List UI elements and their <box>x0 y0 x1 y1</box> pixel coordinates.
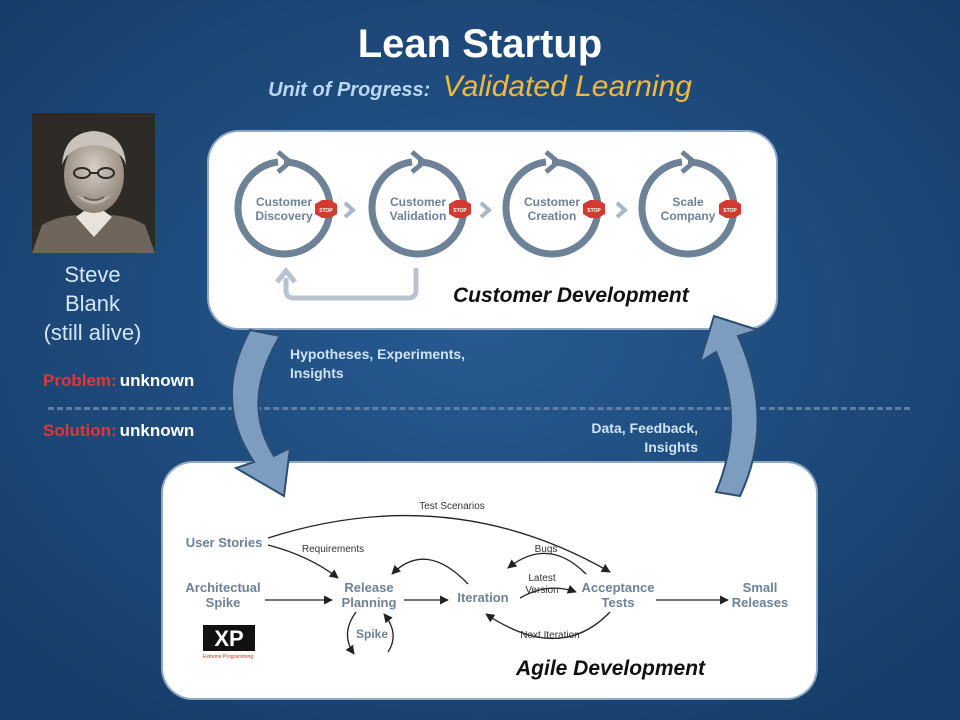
node-iteration: Iteration <box>457 590 508 605</box>
xp-logo-mark: XP <box>214 626 243 651</box>
stage-line1: Scale <box>672 195 704 209</box>
node-small-releases-line2: Releases <box>732 595 788 610</box>
edge-spike-to-release <box>383 613 394 653</box>
stage-line1: Customer <box>256 195 312 209</box>
node-user-stories: User Stories <box>186 535 263 550</box>
feedback-line2: Insights <box>644 439 698 455</box>
edge-label-latest-version-line2: Version <box>525 585 558 596</box>
person-note: (still alive) <box>43 320 142 345</box>
slide-title: Lean Startup <box>357 22 603 66</box>
node-small-releases-line1: Small <box>743 580 778 595</box>
edge-test-scenarios <box>267 514 611 573</box>
stop-label: STOP <box>723 208 737 214</box>
slide-subtitle: Unit of Progress: Validated Learning <box>0 70 960 104</box>
cycle-scale-company: Scale Company STOP <box>638 150 741 258</box>
person-last-name: Blank <box>64 291 121 316</box>
xp-logo: XP Extreme Programming <box>203 625 255 660</box>
agile-development-caption: Agile Development <box>516 657 706 680</box>
agile-diagram: User Stories Architectual Spike Release … <box>185 501 788 660</box>
problem-solution-divider <box>48 407 910 410</box>
return-loop-arrow <box>283 268 419 301</box>
portrait-illustration <box>32 113 155 253</box>
node-architectural-spike-line2: Spike <box>206 595 241 610</box>
edge-label-test-scenarios: Test Scenarios <box>419 501 485 512</box>
chevron-right-icon <box>544 150 562 174</box>
edge-label-bugs: Bugs <box>535 544 558 555</box>
agile-development-panel <box>163 463 816 698</box>
edge-label-requirements: Requirements <box>302 544 364 555</box>
edge-requirements <box>267 544 339 579</box>
xp-logo-mark-bg <box>203 625 255 651</box>
cycle-ring-top <box>638 158 683 209</box>
stage-line2: Validation <box>390 209 447 223</box>
cycle-ring <box>234 158 334 258</box>
stage-line1: Customer <box>390 195 446 209</box>
stop-label: STOP <box>587 208 601 214</box>
stage-line2: Creation <box>528 209 577 223</box>
problem-row: Problem:unknown <box>43 371 194 391</box>
stage-line1: Customer <box>524 195 580 209</box>
cycle-customer-discovery: Customer Discovery STOP <box>234 150 337 258</box>
node-release-planning-line2: Planning <box>342 595 397 610</box>
solution-row: Solution:unknown <box>43 421 194 441</box>
edge-next-iteration <box>485 611 611 640</box>
solution-label: Solution: <box>43 421 117 440</box>
chevron-right-icon <box>343 201 357 219</box>
node-acceptance-tests-line2: Tests <box>602 595 635 610</box>
cycle-customer-validation: Customer Validation STOP <box>368 150 471 258</box>
cycle-customer-creation: Customer Creation STOP <box>502 150 605 258</box>
person-first-name: Steve <box>64 262 121 287</box>
cycle-ring-top <box>368 158 413 209</box>
edge-release-to-spike <box>345 611 357 655</box>
stop-sign-icon <box>583 200 605 218</box>
subtitle-value: Validated Learning <box>442 70 692 103</box>
chevron-right-icon <box>410 150 428 174</box>
cycle-ring <box>502 158 602 258</box>
cycle-ring-top <box>234 158 279 209</box>
problem-value: unknown <box>119 371 195 390</box>
cycle-ring-top <box>502 158 547 209</box>
stage-line2: Company <box>661 209 716 223</box>
edge-bugs <box>507 552 587 575</box>
hypotheses-line2: Insights <box>290 365 344 381</box>
node-architectural-spike-line1: Architectual <box>185 580 260 595</box>
problem-label: Problem: <box>43 371 117 390</box>
node-acceptance-tests-line1: Acceptance <box>582 580 655 595</box>
hypotheses-flow-label: Hypotheses, Experiments, Insights <box>290 345 465 383</box>
node-release-planning-line1: Release <box>344 580 393 595</box>
solution-value: unknown <box>119 421 195 440</box>
stop-sign-icon <box>449 200 471 218</box>
cycle-ring <box>368 158 468 258</box>
customer-development-caption: Customer Development <box>453 284 689 307</box>
cycle-ring <box>638 158 738 258</box>
edge-iteration-to-release <box>391 558 469 585</box>
subtitle-label: Unit of Progress: <box>268 79 431 101</box>
chevron-right-icon <box>479 201 493 219</box>
person-caption: Steve Blank (still alive) <box>20 260 165 347</box>
edge-label-latest-version-line1: Latest <box>528 573 555 584</box>
node-spike: Spike <box>356 627 388 641</box>
xp-logo-caption: Extreme Programming <box>203 654 253 660</box>
edge-label-next-iteration: Next Iteration <box>520 630 579 641</box>
stop-sign-icon <box>719 200 741 218</box>
stop-label: STOP <box>453 208 467 214</box>
feedback-flow-label: Data, Feedback, Insights <box>540 419 698 457</box>
stage-line2: Discovery <box>255 209 313 223</box>
portrait-photo <box>32 113 155 253</box>
hypotheses-line1: Hypotheses, Experiments, <box>290 346 466 362</box>
chevron-up-icon <box>275 267 297 284</box>
feedback-line1: Data, Feedback, <box>591 420 698 436</box>
chevron-right-icon <box>615 201 629 219</box>
chevron-right-icon <box>276 150 294 174</box>
edge-latest-version <box>519 584 577 599</box>
stop-label: STOP <box>319 208 333 214</box>
up-flow-arrow <box>698 314 762 498</box>
down-flow-arrow <box>230 328 292 498</box>
stop-sign-icon <box>315 200 337 218</box>
chevron-right-icon <box>680 150 698 174</box>
